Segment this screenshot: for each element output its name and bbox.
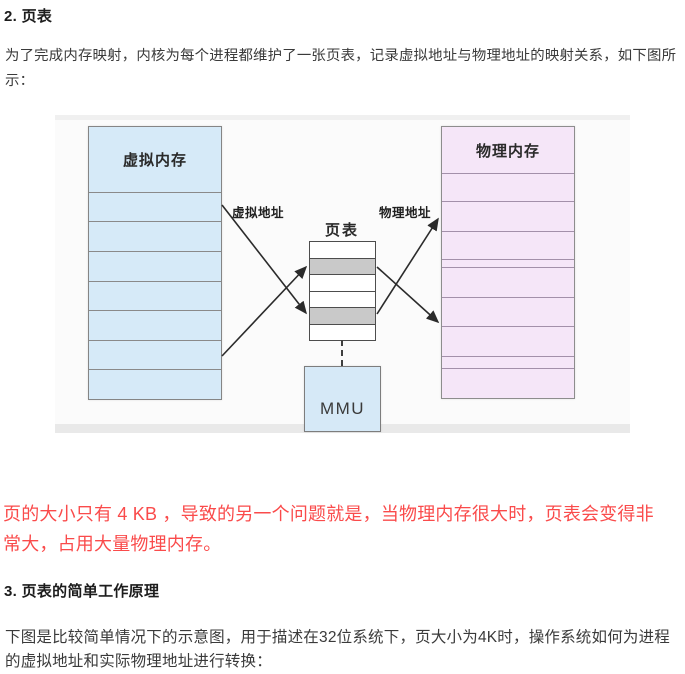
physical-memory-row [442, 356, 574, 368]
virtual-memory-box: 虚拟内存 [88, 126, 222, 400]
page-table-mmu-dashed-connector [341, 340, 343, 366]
physical-memory-row [442, 173, 574, 201]
page-table-row [310, 290, 375, 308]
page-table-diagram: 虚拟内存 物理内存 页表 MMU 虚拟地址 物理地址 [55, 115, 630, 433]
diagram-top-strip [55, 115, 630, 120]
paragraph-warning-red: 页的大小只有 4 KB ，导致的另一个问题就是，当物理内存很大时，页表会变得非常… [3, 504, 654, 554]
physical-memory-row [442, 201, 574, 231]
page-table-row-highlighted [310, 307, 375, 324]
arrow-pagetable-to-physical-2 [376, 217, 439, 315]
virtual-address-label: 虚拟地址 [232, 206, 285, 220]
physical-memory-row [442, 231, 574, 258]
arrow-virtual-to-pagetable-1 [221, 204, 307, 315]
mmu-label: MMU [319, 399, 366, 418]
virtual-memory-row [89, 369, 221, 399]
virtual-memory-row [89, 310, 221, 340]
virtual-memory-row [89, 339, 221, 370]
section-heading-working-principle: 3. 页表的简单工作原理 [4, 583, 160, 600]
virtual-memory-row [89, 250, 221, 281]
page-table-row-highlighted [310, 257, 375, 274]
mapping-arrows [221, 204, 440, 357]
physical-memory-row [442, 297, 574, 326]
paragraph-principle-intro: 下图是比较简单情况下的示意图，用于描述在32位系统下，页大小为4K时，操作系统如… [5, 629, 671, 670]
mmu-box: MMU [304, 366, 381, 432]
physical-memory-row [442, 267, 574, 297]
page-table-box [309, 241, 376, 341]
physical-memory-title: 物理内存 [475, 142, 540, 160]
virtual-memory-row [89, 191, 221, 222]
virtual-memory-row [89, 221, 221, 251]
page-table-row [310, 274, 375, 291]
virtual-memory-row [89, 280, 221, 311]
physical-memory-row [442, 367, 574, 398]
page-table-title: 页表 [324, 222, 359, 239]
physical-memory-row [442, 258, 574, 268]
physical-memory-row [442, 326, 574, 356]
arrow-virtual-to-pagetable-2 [221, 265, 308, 357]
virtual-memory-title: 虚拟内存 [122, 151, 187, 169]
physical-memory-box: 物理内存 [441, 126, 575, 399]
section-heading-page-table: 2. 页表 [4, 8, 53, 25]
page-table-row [310, 323, 375, 341]
paragraph-intro: 为了完成内存映射，内核为每个进程都维护了一张页表，记录虚拟地址与物理地址的映射关… [5, 48, 677, 89]
physical-address-label: 物理地址 [379, 206, 432, 220]
arrow-pagetable-to-physical-1 [376, 266, 440, 324]
